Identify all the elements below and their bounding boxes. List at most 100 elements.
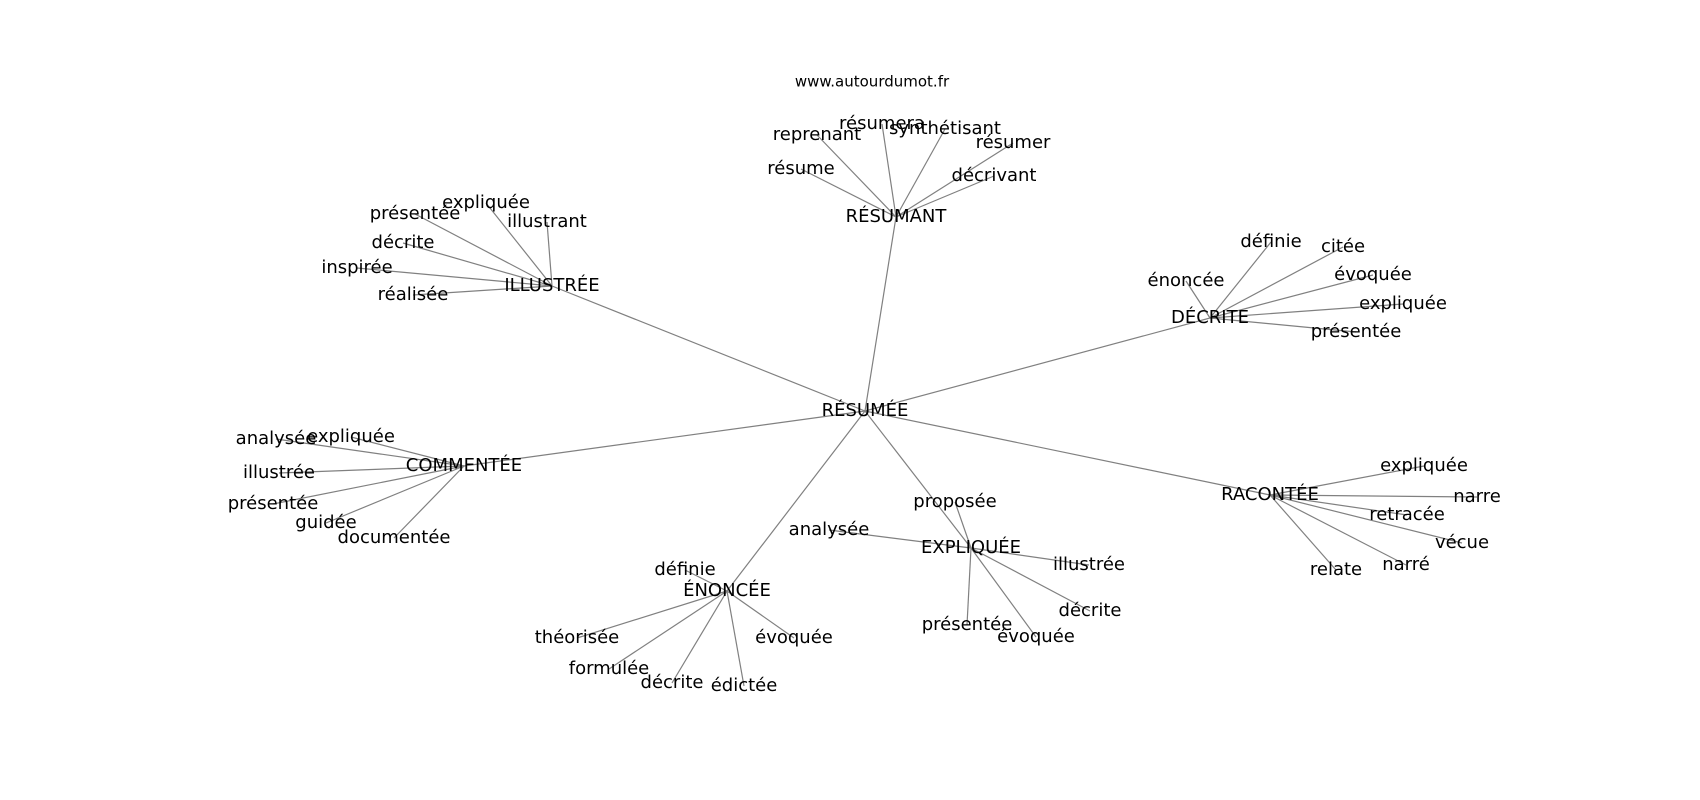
leaf-node[interactable]: résumer bbox=[976, 132, 1051, 153]
hub-to-leaf-edge bbox=[275, 438, 465, 467]
leaf-node[interactable]: expliquée bbox=[442, 192, 530, 213]
leaf-node[interactable]: formulée bbox=[569, 658, 650, 679]
hub-to-leaf-edge bbox=[1209, 241, 1272, 319]
root-node[interactable]: RÉSUMÉE bbox=[822, 399, 909, 421]
leaf-node[interactable]: illustrée bbox=[243, 462, 315, 483]
leaf-node[interactable]: expliquée bbox=[1380, 455, 1468, 476]
hub-to-leaf-edge bbox=[1209, 246, 1344, 319]
root-to-hub-edge bbox=[463, 410, 866, 467]
leaf-node[interactable]: vécue bbox=[1435, 532, 1489, 553]
hub-node[interactable]: ÉNONCÉE bbox=[683, 579, 771, 601]
leaf-node[interactable]: réalisée bbox=[378, 284, 449, 305]
leaf-node[interactable]: évoquée bbox=[755, 627, 833, 648]
edge-layer bbox=[272, 123, 1478, 687]
leaf-node[interactable]: illustrée bbox=[1053, 554, 1125, 575]
hub-to-leaf-edge bbox=[412, 285, 553, 296]
leaf-node[interactable]: narré bbox=[1382, 554, 1430, 575]
leaf-node[interactable]: évoquée bbox=[997, 626, 1075, 647]
label-layer: www.autourdumot.fr RÉSUMÉE RÉSUMANT repre… bbox=[228, 73, 1501, 697]
hub-to-leaf-edge bbox=[325, 465, 465, 524]
hub-to-leaf-edge bbox=[816, 134, 897, 218]
leaf-node[interactable]: énoncée bbox=[1148, 270, 1225, 291]
root-to-hub-edge bbox=[864, 410, 972, 549]
root-to-hub-edge bbox=[551, 285, 866, 412]
leaf-node[interactable]: analysée bbox=[236, 428, 317, 449]
root-to-hub-edge bbox=[864, 317, 1211, 412]
hub-to-leaf-edge bbox=[970, 547, 1090, 566]
hub-to-leaf-edge bbox=[402, 242, 553, 287]
leaf-node[interactable]: définie bbox=[1240, 231, 1301, 252]
hub-to-leaf-edge bbox=[1269, 494, 1337, 571]
hub-to-leaf-edge bbox=[1185, 280, 1211, 319]
hub-to-leaf-edge bbox=[278, 465, 465, 474]
hub-to-leaf-edge bbox=[970, 547, 1091, 612]
hub-to-leaf-edge bbox=[350, 436, 465, 467]
leaf-node[interactable]: évoquée bbox=[1334, 264, 1412, 285]
hub-node[interactable]: COMMENTÉE bbox=[406, 454, 522, 476]
leaf-node[interactable]: narre bbox=[1453, 486, 1501, 507]
source-credit[interactable]: www.autourdumot.fr bbox=[795, 73, 950, 91]
root-to-hub-edge bbox=[864, 216, 897, 412]
leaf-node[interactable]: proposée bbox=[913, 491, 996, 512]
hub-to-leaf-edge bbox=[671, 590, 728, 684]
leaf-node[interactable]: inspirée bbox=[321, 257, 392, 278]
root-to-hub-edge bbox=[864, 410, 1271, 496]
leaf-node[interactable]: retracée bbox=[1369, 504, 1445, 525]
leaf-node[interactable]: expliquée bbox=[1359, 293, 1447, 314]
hub-to-leaf-edge bbox=[895, 142, 1014, 218]
leaf-node[interactable]: synthétisant bbox=[889, 118, 1001, 139]
leaf-node[interactable]: citée bbox=[1321, 236, 1365, 257]
hub-to-leaf-edge bbox=[576, 590, 728, 639]
leaf-node[interactable]: résumera bbox=[839, 113, 925, 134]
hub-to-leaf-edge bbox=[1269, 494, 1478, 498]
hub-to-leaf-edge bbox=[1209, 274, 1374, 319]
hub-to-leaf-edge bbox=[356, 267, 553, 287]
leaf-node[interactable]: expliquée bbox=[307, 426, 395, 447]
hub-to-leaf-edge bbox=[272, 465, 465, 505]
hub-to-leaf-edge bbox=[895, 128, 946, 218]
leaf-node[interactable]: théorisée bbox=[535, 627, 619, 648]
hub-to-leaf-edge bbox=[800, 168, 897, 218]
leaf-node[interactable]: décrivant bbox=[952, 165, 1037, 186]
leaf-node[interactable]: analysée bbox=[789, 519, 870, 540]
hub-to-leaf-edge bbox=[608, 590, 728, 670]
leaf-node[interactable]: résume bbox=[767, 158, 834, 179]
hub-to-leaf-edge bbox=[393, 465, 465, 539]
hub-to-leaf-edge bbox=[1209, 303, 1404, 319]
hub-to-leaf-edge bbox=[546, 221, 553, 287]
leaf-node[interactable]: édictée bbox=[711, 675, 778, 696]
hub-to-leaf-edge bbox=[881, 123, 897, 218]
hub-to-leaf-edge bbox=[1209, 317, 1357, 333]
hub-to-leaf-edge bbox=[726, 590, 745, 687]
leaf-node[interactable]: illustrant bbox=[507, 211, 587, 232]
hub-to-leaf-edge bbox=[414, 213, 553, 287]
leaf-node[interactable]: définie bbox=[654, 559, 715, 580]
leaf-node[interactable]: reprenant bbox=[773, 124, 862, 145]
hub-to-leaf-edge bbox=[966, 547, 972, 626]
leaf-node[interactable]: présentée bbox=[228, 493, 319, 514]
hub-node[interactable]: ILLUSTRÉE bbox=[504, 274, 599, 296]
hub-node[interactable]: RACONTÉE bbox=[1221, 483, 1319, 505]
hub-to-leaf-edge bbox=[1269, 494, 1463, 544]
leaf-node[interactable]: présentée bbox=[1311, 321, 1402, 342]
hub-to-leaf-edge bbox=[1269, 494, 1408, 516]
hub-node[interactable]: EXPLIQUÉE bbox=[921, 536, 1021, 558]
leaf-node[interactable]: décrite bbox=[372, 232, 435, 253]
leaf-node[interactable]: relate bbox=[1310, 559, 1362, 580]
hub-to-leaf-edge bbox=[726, 590, 795, 639]
leaf-node[interactable]: présentée bbox=[922, 614, 1013, 635]
hub-to-leaf-edge bbox=[954, 501, 972, 549]
leaf-node[interactable]: décrite bbox=[641, 672, 704, 693]
hub-node[interactable]: DÉCRITE bbox=[1171, 306, 1249, 328]
hub-to-leaf-edge bbox=[1269, 465, 1425, 496]
root-to-hub-edge bbox=[726, 410, 866, 592]
leaf-node[interactable]: présentée bbox=[370, 203, 461, 224]
hub-node[interactable]: RÉSUMANT bbox=[846, 205, 948, 227]
hub-to-leaf-edge bbox=[970, 547, 1037, 638]
hub-to-leaf-edge bbox=[1269, 494, 1407, 566]
leaf-node[interactable]: documentée bbox=[338, 527, 451, 548]
hub-to-leaf-edge bbox=[684, 569, 728, 592]
leaf-node[interactable]: guidée bbox=[295, 512, 356, 533]
leaf-node[interactable]: décrite bbox=[1059, 600, 1122, 621]
